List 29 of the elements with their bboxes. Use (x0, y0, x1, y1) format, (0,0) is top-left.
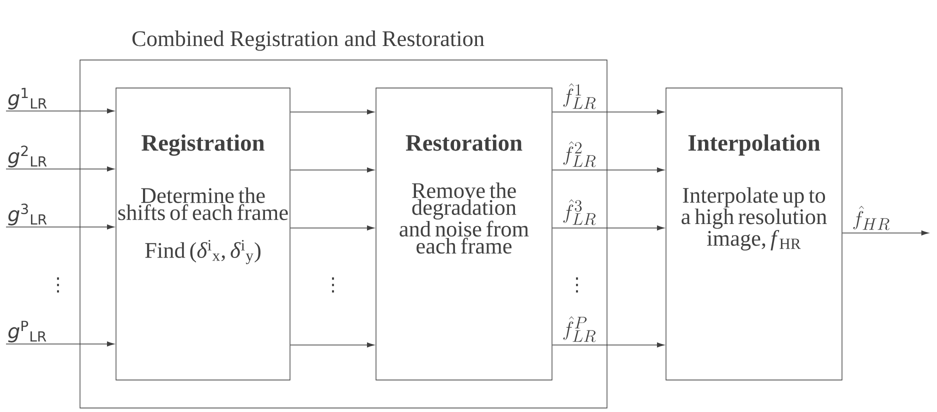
arrow (842, 230, 929, 236)
signal-label: g$^{1}$LR (8, 88, 47, 110)
edge-label: $\hat{f}^{P}_{LR}$ (563, 316, 596, 342)
edge-label: $\hat{f}^{2}_{LR}$ (563, 141, 596, 168)
ellipsis: ⋮ (57, 277, 59, 293)
process-box: Restoration Remove the degradation and noise from each frame (376, 88, 552, 380)
edge-label: $\hat{f}_{HR}$ (853, 206, 890, 230)
title: Combined Registration and Restoration (132, 30, 484, 51)
signal-label: g$^{P}$LR (8, 320, 46, 342)
arrow (290, 110, 374, 114)
arrow (552, 342, 664, 348)
ellipsis: ⋮ (332, 277, 334, 293)
edge-label: $\hat{f}^{1}_{LR}$ (563, 83, 596, 110)
arrow (290, 226, 374, 230)
ellipsis: ⋮ (576, 277, 578, 293)
arrow (552, 226, 664, 230)
signal-label: g$^{2}$LR (8, 146, 47, 168)
signal-label: g$^{3}$LR (8, 204, 47, 226)
edge-label: $\hat{f}^{3}_{LR}$ (563, 199, 596, 226)
arrow (6, 342, 114, 346)
process-box: Registration Determine the shifts of each frame Find (δ$^{i}$$_{x}$, δ$^{i}$$_{y}$) (116, 88, 290, 380)
arrow (552, 110, 664, 114)
arrow (6, 108, 114, 114)
arrow (6, 224, 114, 230)
arrow (290, 342, 374, 348)
arrow (6, 166, 114, 172)
process-box: Interpolation Interpolate up to a high resolution image, f$_{HR}$ (666, 88, 842, 380)
arrow (552, 168, 664, 172)
arrow (290, 168, 374, 172)
